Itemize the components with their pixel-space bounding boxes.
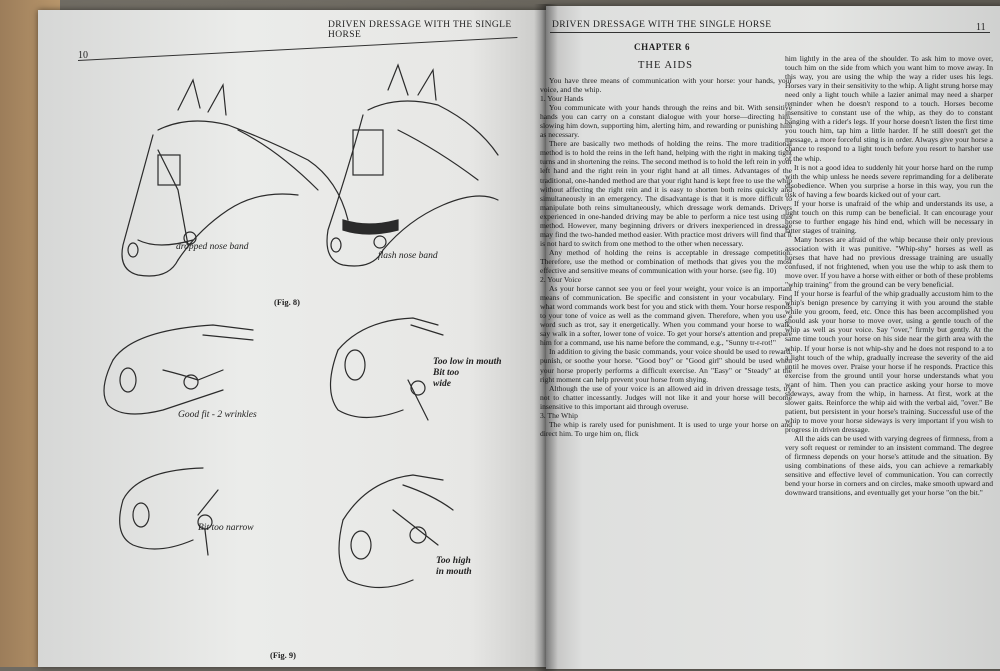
caption-too-low-3: wide [433,379,451,389]
caption-good-fit: Good fit - 2 wrinkles [178,410,257,420]
heading-voice: 2. Your Voice [540,275,582,285]
left-running-head: DRIVEN DRESSAGE WITH THE SINGLE HORSE [328,20,512,40]
mouth-too-high [338,474,454,589]
caption-too-low-1: Too low in mouth [433,357,502,367]
caption-too-low-2: Bit too [433,368,460,378]
para-voice-1: As your horse cannot see you or feel you… [540,284,792,348]
book-gutter [534,4,558,671]
flash-noseband-head [326,63,499,267]
fig9-illustration [103,317,454,589]
para-hands-3: Any method of holding the reins is accep… [540,247,792,275]
fig8-illustration [121,63,499,277]
fig8-label: (Fig. 8) [274,297,300,307]
para-whip-3: It is not a good idea to suddenly hit yo… [785,162,993,199]
chapter-title: THE AIDS [638,60,693,71]
dropped-noseband-head [121,78,349,277]
para-whip-1: The whip is rarely used for punishment. … [540,419,792,438]
para-aids-summary: All the aids can be used with varying de… [785,433,993,498]
right-page: DRIVEN DRESSAGE WITH THE SINGLE HORSE 11 [546,6,1000,669]
para-voice-2: In addition to giving the basic commands… [540,347,792,384]
heading-whip: 3. The Whip [540,410,578,420]
caption-too-high-1: Too high [436,556,471,566]
caption-too-high-2: in mouth [436,567,472,577]
caption-dropped-noseband: dropped nose band [176,242,249,252]
mouth-good-fit [103,324,254,415]
text-column-1: You have three means of communication wi… [540,76,792,438]
right-header-rule [550,32,990,33]
para-voice-3: Although the use of your voice is an all… [540,383,792,411]
right-page-number: 11 [976,22,986,33]
para-whip-6: If your horse is fearful of the whip gra… [785,289,993,434]
para-hands-1: You communicate with your hands through … [540,103,792,140]
left-page: DRIVEN DRESSAGE WITH THE SINGLE HORSE 10 [38,10,546,667]
caption-flash-noseband: flash nose band [378,251,438,261]
para-whip-5: Many horses are afraid of the whip becau… [785,234,993,290]
para-intro: You have three means of communication wi… [540,76,792,95]
para-whip-4: If your horse is unafraid of the whip an… [785,198,993,235]
para-whip-2: him lightly in the area of the shoulder.… [785,54,993,163]
left-page-number: 10 [78,50,88,61]
mouth-too-narrow [119,467,219,556]
text-column-2: him lightly in the area of the shoulder.… [785,54,993,497]
fig9-label: (Fig. 9) [270,650,296,660]
left-header-rule [77,36,518,61]
caption-too-narrow: Bit too narrow [198,523,254,533]
para-hands-2: There are basically two methods of holdi… [540,139,792,248]
chapter-heading: CHAPTER 6 [634,42,691,52]
right-running-head: DRIVEN DRESSAGE WITH THE SINGLE HORSE [552,20,772,30]
mouth-too-low [329,317,444,421]
heading-hands: 1. Your Hands [540,94,584,104]
open-book: DRIVEN DRESSAGE WITH THE SINGLE HORSE 10 [28,4,1000,671]
